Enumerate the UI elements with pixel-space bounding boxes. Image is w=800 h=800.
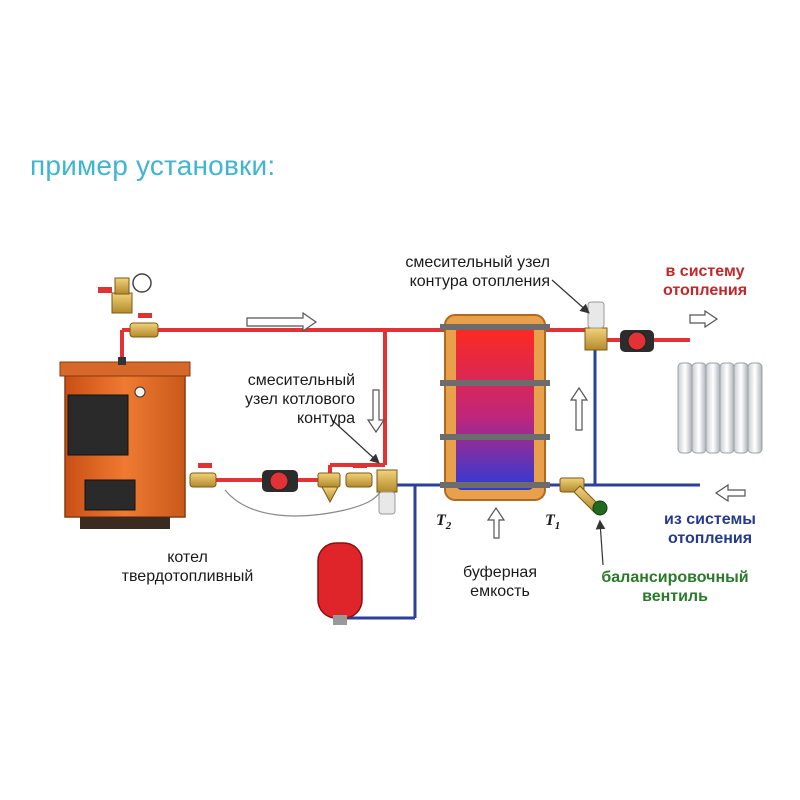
label-boiler-line1: котел: [167, 549, 208, 566]
capillary-tube: [224, 489, 381, 517]
pump-icon: [262, 330, 654, 492]
label-mixing-boiler: смесительный узел котлового контура: [175, 371, 355, 428]
radiator-icon: [677, 362, 763, 454]
label-mixing-heating-line1: смесительный узел: [405, 254, 550, 271]
label-to-heating: в систему отопления: [630, 262, 780, 300]
safety-group: [98, 273, 152, 314]
label-from-heating-line2: отопления: [667, 530, 753, 547]
sensor-label-t1-letter: T: [545, 512, 555, 529]
label-balancing-valve-line1: балансировочный: [601, 569, 749, 586]
label-mixing-boiler-line2: узел котлового: [244, 391, 355, 408]
sensor-label-t1-sub: 1: [554, 520, 561, 533]
heating-mixing-valve: [584, 301, 608, 351]
boiler-mixing-valve: [376, 469, 398, 515]
label-buffer: буферная емкость: [440, 563, 560, 601]
ball-valve-icon: [129, 313, 373, 488]
buffer-tank: [440, 314, 550, 501]
boiler: [59, 357, 191, 529]
label-boiler-line2: твердотопливный: [121, 568, 254, 585]
pressure-gauge-icon: [132, 273, 152, 293]
sensor-label-t2: T2: [436, 512, 451, 532]
leader-lines: [331, 279, 606, 566]
label-to-heating-line1: в систему: [665, 263, 745, 280]
label-buffer-line2: емкость: [470, 583, 530, 600]
filter-icon: [317, 472, 341, 504]
label-mixing-boiler-line3: контура: [296, 410, 355, 427]
balancing-valve-icon: [559, 477, 608, 516]
label-mixing-heating: смесительный узел контура отопления: [335, 253, 550, 291]
label-balancing-valve: балансировочный вентиль: [570, 568, 780, 606]
label-mixing-boiler-line1: смесительный: [247, 372, 355, 389]
thermometer-icon: [134, 386, 146, 398]
cold-return-pipes: [340, 348, 700, 620]
sensor-label-t2-sub: 2: [445, 520, 452, 533]
expansion-tank-icon: [317, 542, 363, 625]
label-balancing-valve-line2: вентиль: [642, 588, 708, 605]
diagram-title: пример установки:: [30, 150, 276, 181]
label-from-heating-line1: из системы: [664, 511, 756, 528]
label-to-heating-line2: отопления: [662, 282, 748, 299]
label-from-heating: из системы отопления: [635, 510, 785, 548]
label-buffer-line1: буферная: [463, 564, 537, 581]
sensor-label-t2-letter: T: [436, 512, 446, 529]
label-boiler: котел твердотопливный: [110, 548, 265, 586]
sensor-label-t1: T1: [545, 512, 560, 532]
label-mixing-heating-line2: контура отопления: [409, 273, 550, 290]
